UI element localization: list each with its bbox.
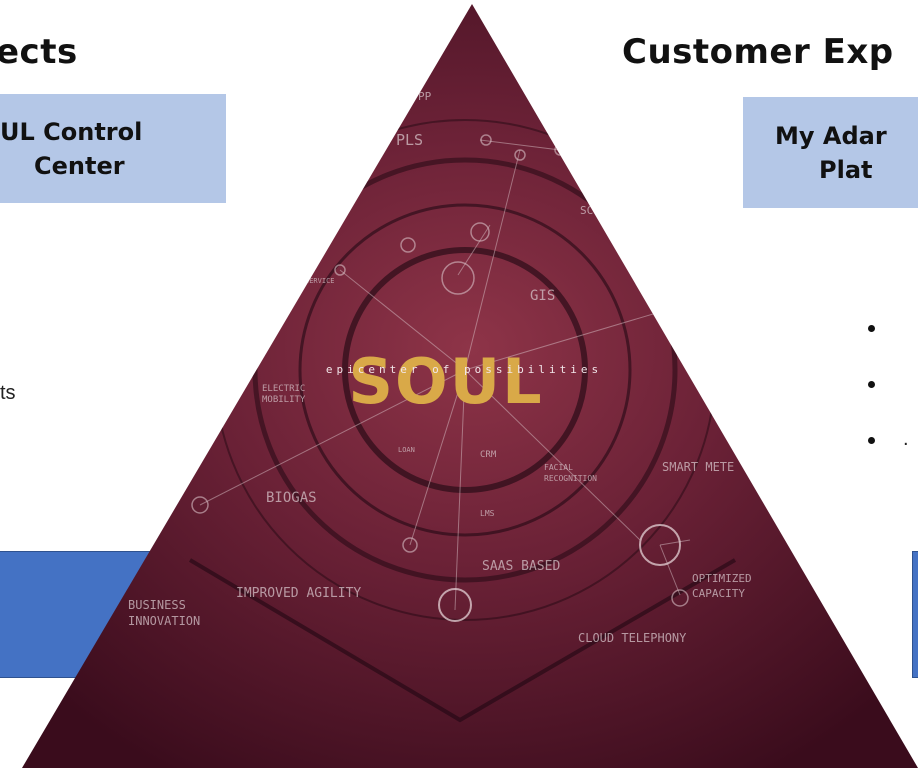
pyramid-triangle: [22, 4, 918, 768]
label-lms: LMS: [480, 509, 495, 518]
right-box-line-2: Plat: [819, 155, 873, 184]
right-title-box: My Adar Plat: [743, 97, 918, 208]
label-electric-1: ELECTRIC: [262, 384, 305, 394]
label-saas-based: SAAS BASED: [482, 559, 560, 574]
label-crm: CRM: [480, 450, 497, 460]
label-facial-1: FACIAL: [544, 463, 573, 472]
left-title-box: UL Control Center: [0, 94, 226, 203]
bullet-dot: [868, 437, 875, 444]
right-box-line-1: My Adar: [775, 121, 887, 150]
right-blue-block: [912, 551, 918, 678]
bullet-dot: [868, 381, 875, 388]
label-sc: SC: [580, 204, 593, 217]
left-box-line-2: Center: [34, 151, 125, 180]
label-service: SERVICE: [305, 277, 335, 285]
left-column-heading: ects: [0, 32, 78, 72]
label-facial-2: RECOGNITION: [544, 474, 597, 483]
label-business-1: BUSINESS: [128, 598, 186, 612]
label-biogas: BIOGAS: [266, 490, 317, 506]
label-pls: PLS: [396, 131, 423, 149]
label-smart-meter: SMART METE: [662, 460, 734, 474]
soul-logo: SOUL: [348, 345, 543, 418]
right-column-heading: Customer Exp: [622, 32, 894, 72]
soul-tagline: epicenter of possibilities: [326, 363, 602, 376]
label-optimized-1: OPTIMIZED: [692, 572, 752, 585]
left-box-line-1: UL Control: [0, 117, 143, 146]
label-business-2: INNOVATION: [128, 614, 200, 628]
label-optimized-2: CAPACITY: [692, 587, 745, 600]
label-electric-2: MOBILITY: [262, 395, 306, 405]
bullet-3-text: .: [903, 428, 909, 450]
bullet-dot: [868, 325, 875, 332]
label-loan: LOAN: [398, 446, 415, 454]
label-improved-agility: IMPROVED AGILITY: [236, 586, 361, 601]
label-app: PP: [418, 90, 432, 103]
left-text-snippet: ts: [0, 382, 16, 404]
label-cloud-telephony: CLOUD TELEPHONY: [578, 631, 687, 645]
label-gis: GIS: [530, 288, 555, 304]
